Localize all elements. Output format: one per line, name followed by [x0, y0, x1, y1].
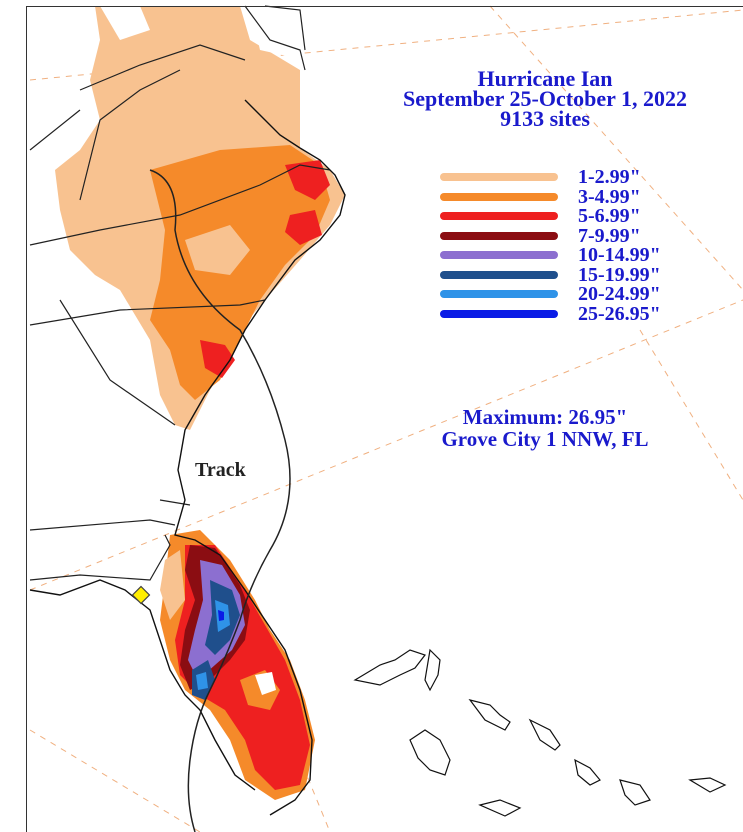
islands	[353, 648, 727, 817]
legend-item: 3-4.99"	[440, 185, 700, 208]
rain-zone-25-26.95	[218, 610, 224, 621]
hurricane-track	[149, 169, 291, 832]
legend-label: 7-9.99"	[578, 224, 641, 247]
max-location-marker	[131, 585, 151, 605]
legend-item: 20-24.99"	[440, 283, 700, 305]
legend-item: 10-14.99"	[440, 244, 700, 266]
legend-item: 1-2.99"	[440, 166, 700, 188]
legend-label: 15-19.99"	[578, 263, 661, 286]
legend: 1-2.99"3-4.99"5-6.99"7-9.99"10-14.99"15-…	[440, 166, 700, 325]
title-line-3: 9133 sites	[500, 106, 590, 131]
legend-label: 20-24.99"	[578, 283, 661, 305]
rain-zone-5-6.99-nc	[200, 160, 330, 378]
legend-item: 7-9.99"	[440, 224, 700, 247]
legend-swatch	[440, 212, 558, 220]
legend-item: 5-6.99"	[440, 205, 700, 227]
legend-item: 25-26.95"	[440, 302, 700, 325]
legend-label: 1-2.99"	[578, 166, 641, 188]
legend-swatch	[440, 192, 558, 201]
maximum-location: Grove City 1 NNW, FL	[441, 427, 649, 451]
legend-label: 3-4.99"	[578, 185, 641, 208]
maximum-value: Maximum: 26.95"	[462, 405, 628, 429]
legend-swatch	[440, 173, 558, 181]
legend-swatch	[440, 231, 558, 240]
legend-swatch	[440, 290, 558, 298]
legend-label: 5-6.99"	[578, 205, 641, 227]
title-line-2: September 25-October 1, 2022	[403, 86, 687, 111]
track-label: Track	[195, 459, 246, 481]
title-line-1: Hurricane Ian	[477, 66, 613, 91]
coastline	[29, 99, 346, 816]
legend-swatch	[440, 251, 558, 259]
legend-swatch	[440, 309, 558, 318]
legend-label: 25-26.95"	[578, 302, 661, 325]
legend-label: 10-14.99"	[578, 244, 661, 266]
rain-zone-20-24.99	[196, 600, 230, 690]
legend-item: 15-19.99"	[440, 263, 700, 286]
legend-swatch	[440, 270, 558, 279]
state-borders	[29, 5, 331, 581]
